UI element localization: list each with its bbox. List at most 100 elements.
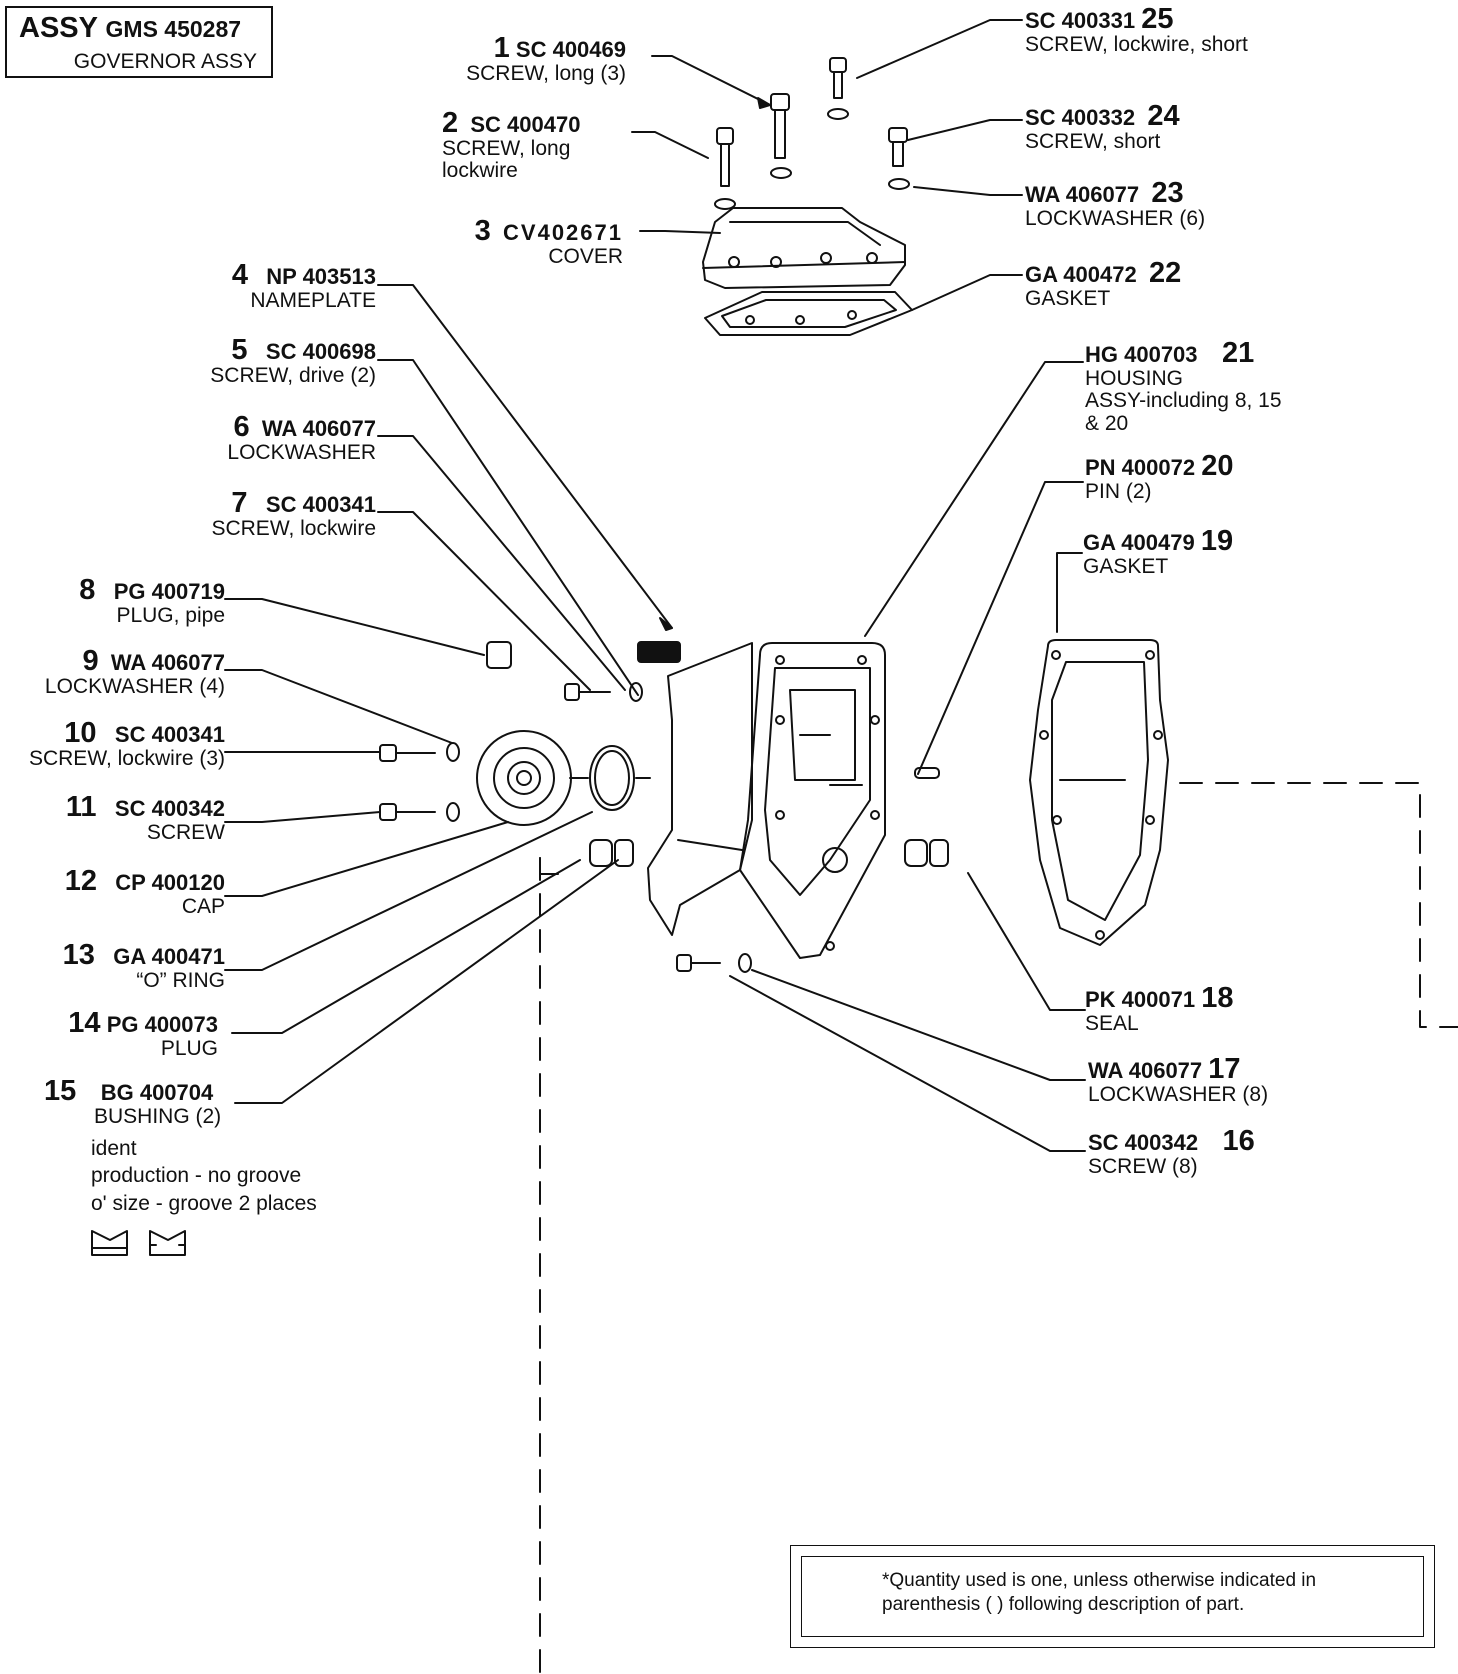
part-description: SCREW (8) [1088,1155,1198,1179]
item-number: 12 [64,865,97,897]
item-number: 18 [1201,982,1234,1014]
part-description: SCREW, lockwire (3) [28,747,225,771]
part-description: PLUG [160,1037,218,1061]
part-number: PN 400072 [1085,455,1196,480]
part-number: SC 400469 [515,37,626,62]
part-number: SC 400698 [265,339,376,364]
leader-4 [377,284,673,629]
leader-13 [224,811,593,971]
item-number: 15 [44,1075,77,1107]
item-number: 24 [1147,100,1180,132]
item-number: 23 [1151,177,1184,209]
item-number: 20 [1201,450,1234,482]
callout-9: 9 WA 406077 LOCKWASHER (4) [45,646,225,698]
leader-24 [907,119,1023,141]
callout-25: SC 400331 25 SCREW, lockwire, short [1025,4,1248,56]
callout-22: GA 400472 22 GASKET [1025,258,1181,310]
item-number: 1 [493,32,510,64]
part-number: PK 400071 [1085,987,1196,1012]
part-number: WA 406077 [1025,182,1140,207]
part-number: NP 403513 [266,264,376,289]
leader-23 [913,186,1023,196]
part-description: ASSY-including 8, 15 [1085,389,1282,413]
leader-11 [224,811,381,823]
center-lines [539,782,1458,1674]
callout-4: 4 NP 403513 NAMEPLATE [232,260,376,312]
callout-20: PN 400072 20 PIN (2) [1085,451,1233,503]
part-number: SC 400342 [1088,1130,1199,1155]
part-description: SCREW, long [442,137,571,161]
callout-14: 14 PG 400073 PLUG [68,1008,218,1060]
part-number: CP 400120 [115,870,225,895]
assembly-prefix: ASSY [19,12,98,44]
part-number: CV402671 [503,220,623,245]
callout-16: SC 400342 16 SCREW (8) [1088,1126,1255,1178]
item-number: 19 [1200,525,1234,557]
item-number: 5 [231,334,248,366]
part-number: PG 400719 [113,579,225,604]
leader-25 [856,19,1023,79]
assembly-name: GOVERNOR ASSY [73,50,257,73]
leader-12 [224,821,509,897]
part-description: SEAL [1085,1012,1139,1036]
part-description: “O” RING [136,969,225,993]
part-description: SCREW, drive (2) [210,364,376,388]
part-number: WA 406077 [261,416,376,441]
part-description: LOCKWASHER (4) [44,675,225,699]
item-number: 25 [1141,3,1174,35]
callout-15: 15 BG 400704 BUSHING (2) [44,1076,221,1128]
part-number: BG 400704 [100,1080,214,1105]
part-number: SC 400470 [470,112,581,137]
leader-2 [631,131,709,159]
leader-1 [651,55,771,106]
note-line: o' size - groove 2 places [91,1191,317,1215]
leader-9 [224,669,453,744]
leader-6 [377,435,626,691]
cover-assembly [702,57,913,336]
callout-10: 10 SC 400341 SCREW, lockwire (3) [29,718,225,770]
leader-8 [224,598,485,656]
callout-1: 1 SC 400469 SCREW, long (3) [466,33,626,85]
item-number: 9 [82,645,99,677]
leader-16 [729,975,1086,1152]
bushing-ident-note: ident production - no groove o' size - g… [91,1135,317,1217]
part-description: SCREW, lockwire, short [1025,33,1248,57]
part-description: PLUG, pipe [116,604,225,628]
item-number: 4 [231,259,248,291]
part-description: & 20 [1085,411,1129,435]
footnote-line: *Quantity used is one, unless otherwise … [882,1570,1317,1591]
assembly-number: GMS 450287 [105,16,242,42]
housing-gasket [1029,639,1169,946]
item-number: 11 [65,791,97,823]
part-description: BUSHING (2) [94,1105,222,1129]
footnote-line: parenthesis ( ) following description of… [882,1593,1245,1615]
leader-22 [911,274,1023,311]
leader-18 [967,872,1086,1011]
assembly-id: ASSY GMS 450287 [19,12,241,45]
callout-18: PK 400071 18 SEAL [1085,983,1233,1035]
part-number: GA 400471 [113,944,225,969]
part-description: CAP [181,895,225,919]
leader-14 [231,859,581,1034]
item-number: 7 [231,487,248,519]
item-number: 8 [79,574,96,606]
part-number: HG 400703 [1085,342,1198,367]
item-number: 2 [442,107,459,139]
callout-12: 12 CP 400120 CAP [65,866,225,918]
callout-23: WA 406077 23 LOCKWASHER (6) [1025,178,1205,230]
callout-3: 3 CV402671 COVER [475,216,623,268]
callout-7: 7 SC 400341 SCREW, lockwire [211,488,376,540]
leader-3 [639,230,721,234]
leader-5 [377,359,639,696]
part-number: SC 400331 [1025,8,1136,33]
callout-6: 6 WA 406077 LOCKWASHER [227,412,376,464]
part-number: PG 400073 [106,1012,218,1037]
note-line: production - no groove [91,1164,302,1188]
part-description: GASKET [1025,287,1111,311]
part-description: SCREW, short [1025,130,1161,154]
item-number: 13 [62,939,95,971]
quantity-footnote-box: *Quantity used is one, unless otherwise … [790,1545,1435,1648]
part-number: GA 400472 [1025,262,1137,287]
part-description: LOCKWASHER (6) [1025,207,1206,231]
item-number: 3 [474,215,491,247]
